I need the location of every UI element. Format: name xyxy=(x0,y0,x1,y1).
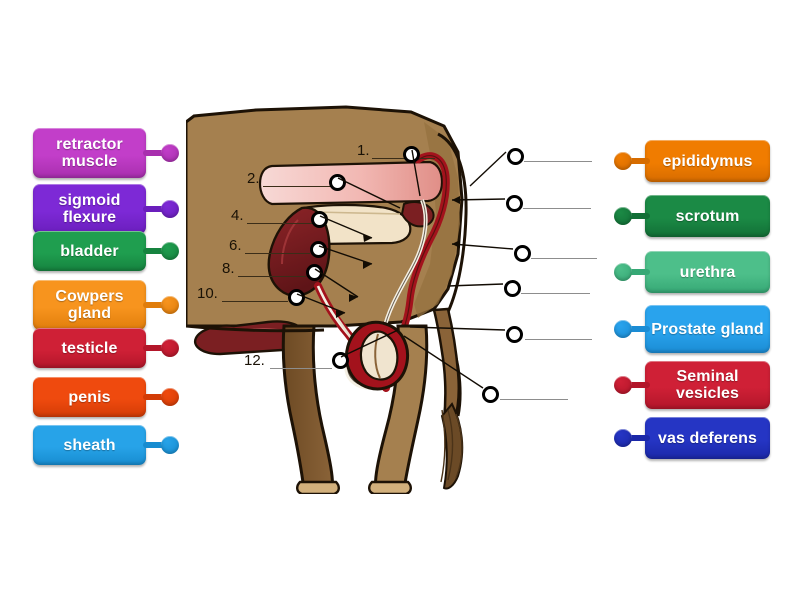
hoof-far xyxy=(296,480,340,494)
label-chip-sheath[interactable]: sheath xyxy=(33,425,146,465)
slot-target-6[interactable] xyxy=(310,241,327,258)
label-stem-scrotum xyxy=(628,213,650,219)
label-stem-seminal-vesicles xyxy=(628,382,650,388)
slot-number-12: 12. xyxy=(244,352,265,369)
label-stem-sigmoid-flexure xyxy=(143,206,165,212)
label-chip-retractor-muscle[interactable]: retractor muscle xyxy=(33,128,146,178)
slot-target-8[interactable] xyxy=(306,264,323,281)
label-chip-text: testicle xyxy=(61,339,118,357)
label-chip-text: Cowpers gland xyxy=(55,288,124,322)
slot-target-r4[interactable] xyxy=(504,280,521,297)
label-chip-testicle[interactable]: testicle xyxy=(33,328,146,368)
label-dot-seminal-vesicles[interactable] xyxy=(614,376,632,394)
label-chip-text: epididymus xyxy=(662,152,753,170)
slot-line-r2 xyxy=(523,208,591,209)
label-dot-penis[interactable] xyxy=(161,388,179,406)
bladder-highlight xyxy=(281,219,299,265)
slot-line-r5 xyxy=(525,339,592,340)
label-chip-sigmoid-flexure[interactable]: sigmoid flexure xyxy=(33,184,146,234)
slot-number-4: 4. xyxy=(231,207,244,224)
label-chip-text: vas deferens xyxy=(657,429,758,447)
label-stem-retractor-muscle xyxy=(143,150,165,156)
slot-target-r2[interactable] xyxy=(506,195,523,212)
slot-target-r5[interactable] xyxy=(506,326,523,343)
label-chip-text: penis xyxy=(68,388,111,406)
slot-line-r6 xyxy=(500,399,568,400)
slot-number-1: 1. xyxy=(357,142,370,159)
tail-hair-1 xyxy=(447,409,454,481)
label-stem-prostate-gland xyxy=(628,326,650,332)
slot-line-8 xyxy=(238,276,306,277)
label-dot-sigmoid-flexure[interactable] xyxy=(161,200,179,218)
label-chip-text: sheath xyxy=(63,436,116,454)
label-chip-epididymus[interactable]: epididymus xyxy=(645,140,770,182)
hind-leg-far xyxy=(281,324,334,492)
slot-line-10 xyxy=(222,301,288,302)
label-dot-testicle[interactable] xyxy=(161,339,179,357)
slot-line-6 xyxy=(245,253,310,254)
label-chip-seminal-vesicles[interactable]: Seminal vesicles xyxy=(645,361,770,409)
slot-number-8: 8. xyxy=(222,260,235,277)
label-chip-text: retractor muscle xyxy=(56,136,123,170)
slot-line-r1 xyxy=(524,161,592,162)
slot-number-2: 2. xyxy=(247,170,260,187)
belly-line xyxy=(186,324,325,333)
slot-target-r3[interactable] xyxy=(514,245,531,262)
label-chip-penis[interactable]: penis xyxy=(33,377,146,417)
slot-target-2[interactable] xyxy=(329,174,346,191)
epididymis-duct-outline xyxy=(383,199,427,331)
label-chip-cowpers-gland[interactable]: Cowpers gland xyxy=(33,280,146,330)
slot-line-r4 xyxy=(521,293,590,294)
label-chip-text: sigmoid flexure xyxy=(58,192,121,226)
slot-line-12 xyxy=(270,368,332,369)
label-stem-testicle xyxy=(143,345,165,351)
label-stem-cowpers-gland xyxy=(143,302,165,308)
tail-shaft xyxy=(432,307,461,424)
label-dot-vas-deferens[interactable] xyxy=(614,429,632,447)
slot-target-r1[interactable] xyxy=(507,148,524,165)
label-dot-prostate-gland[interactable] xyxy=(614,320,632,338)
bull-anatomy-illustration xyxy=(186,104,606,494)
label-dot-scrotum[interactable] xyxy=(614,207,632,225)
tail-hair-3 xyxy=(455,413,463,479)
label-stem-sheath xyxy=(143,442,165,448)
label-chip-text: Prostate gland xyxy=(651,320,764,338)
label-dot-urethra[interactable] xyxy=(614,263,632,281)
label-chip-prostate-gland[interactable]: Prostate gland xyxy=(645,305,770,353)
label-dot-bladder[interactable] xyxy=(161,242,179,260)
slot-target-1[interactable] xyxy=(403,146,420,163)
label-dot-cowpers-gland[interactable] xyxy=(161,296,179,314)
label-chip-text: scrotum xyxy=(675,207,740,225)
label-chip-bladder[interactable]: bladder xyxy=(33,231,146,271)
slot-target-12[interactable] xyxy=(332,352,349,369)
slot-number-10: 10. xyxy=(197,285,218,302)
label-stem-bladder xyxy=(143,248,165,254)
slot-number-6: 6. xyxy=(229,237,242,254)
label-stem-vas-deferens xyxy=(628,435,650,441)
label-dot-sheath[interactable] xyxy=(161,436,179,454)
testicle xyxy=(359,330,399,381)
label-chip-urethra[interactable]: urethra xyxy=(645,251,770,293)
label-chip-text: Seminal vesicles xyxy=(675,368,740,402)
label-chip-text: urethra xyxy=(679,263,736,281)
slot-target-10[interactable] xyxy=(288,289,305,306)
urethra-highlight xyxy=(313,211,401,215)
label-dot-epididymus[interactable] xyxy=(614,152,632,170)
label-dot-retractor-muscle[interactable] xyxy=(161,144,179,162)
label-stem-penis xyxy=(143,394,165,400)
slot-line-4 xyxy=(247,223,312,224)
label-stem-urethra xyxy=(628,269,650,275)
hoof-near xyxy=(368,480,412,494)
slot-target-r6[interactable] xyxy=(482,386,499,403)
label-chip-scrotum[interactable]: scrotum xyxy=(645,195,770,237)
label-stem-epididymus xyxy=(628,158,650,164)
slot-line-2 xyxy=(263,186,331,187)
slot-target-4[interactable] xyxy=(311,211,328,228)
label-chip-text: bladder xyxy=(60,242,119,260)
label-chip-vas-deferens[interactable]: vas deferens xyxy=(645,417,770,459)
rectum xyxy=(258,160,444,206)
slot-line-r3 xyxy=(531,258,597,259)
vas-deferens-outline xyxy=(395,155,447,345)
tail-hair-2 xyxy=(440,409,446,483)
